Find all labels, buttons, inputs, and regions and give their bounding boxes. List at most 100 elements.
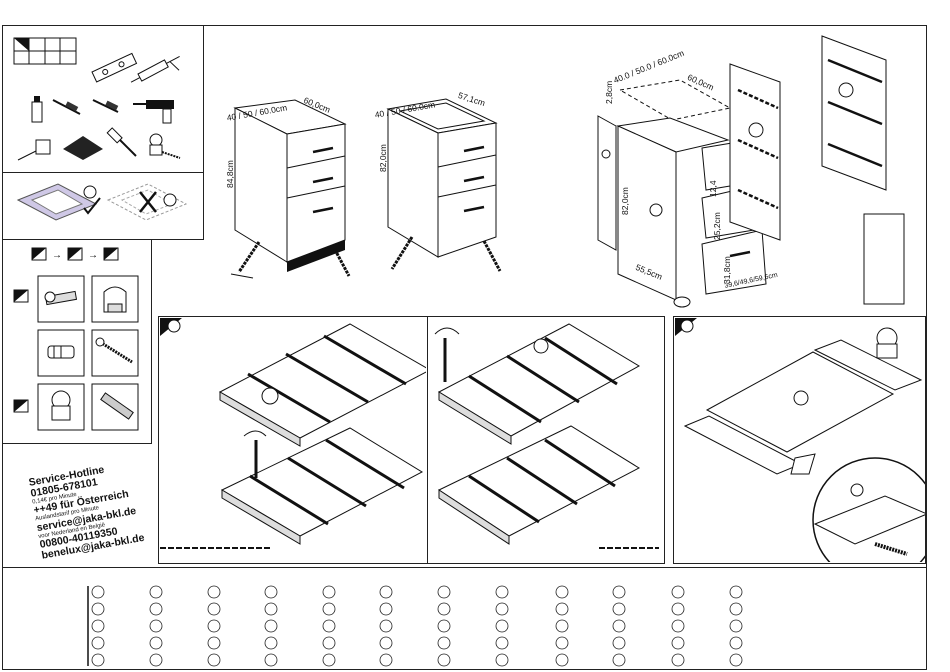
tools-illustration	[13, 37, 181, 161]
service-hotline: Service-Hotline 01805-678101 0,14€ pro M…	[28, 460, 146, 562]
parts-circles	[91, 585, 743, 667]
part-quantity-circle	[207, 602, 221, 616]
part-quantity-circle	[495, 636, 509, 650]
part-quantity-circle	[671, 653, 685, 667]
part-quantity-circle	[495, 619, 509, 633]
part-quantity-circle	[612, 585, 626, 599]
parts-table	[87, 585, 743, 667]
caulking-gun-icon	[130, 55, 180, 83]
part-quantity-circle	[612, 619, 626, 633]
part-quantity-circle	[322, 636, 336, 650]
part-quantity-circle	[555, 619, 569, 633]
leg-wrench-right-icon	[331, 245, 351, 277]
cabinet-2-height-label: 82,0cm	[378, 144, 388, 172]
part-quantity-circle	[264, 653, 278, 667]
screwdriver-2-icon	[92, 99, 119, 113]
drill-icon	[133, 100, 174, 124]
hand-screwdriver-2-icon	[434, 327, 460, 382]
part-quantity-circle	[379, 636, 393, 650]
part-quantity-circle	[91, 602, 105, 616]
part-quantity-circle	[729, 653, 743, 667]
fittings-panel	[2, 172, 204, 240]
hammer-icon	[106, 127, 137, 157]
exploded-cabinet-illustration	[597, 35, 905, 308]
part-quantity-circle	[322, 602, 336, 616]
part-quantity-circle	[379, 602, 393, 616]
drawer-1-height-label: 12,4	[708, 180, 718, 197]
floor-check-illustration	[16, 183, 188, 221]
part-quantity-circle	[437, 602, 451, 616]
part-quantity-circle	[379, 585, 393, 599]
hand-screwdriver-icon	[243, 430, 267, 478]
part-quantity-circle	[495, 602, 509, 616]
leg-wrench-left-icon	[230, 241, 261, 279]
cabinet-1-illustration	[230, 99, 351, 279]
part-quantity-circle	[91, 636, 105, 650]
part-quantity-circle	[729, 619, 743, 633]
part-quantity-circle	[207, 653, 221, 667]
screwdriver-icon	[52, 99, 81, 115]
part-quantity-circle	[729, 602, 743, 616]
part-quantity-circle	[264, 636, 278, 650]
cam-lock-fitting-icon	[51, 390, 71, 421]
dowel-icon	[100, 392, 134, 420]
part-quantity-circle	[555, 636, 569, 650]
tape-measure-icon	[17, 139, 51, 161]
tools-panel	[2, 25, 204, 173]
part-quantity-circle	[612, 653, 626, 667]
part-quantity-circle	[264, 585, 278, 599]
step-3-illustration	[675, 318, 925, 562]
part-quantity-circle	[729, 636, 743, 650]
cam-bolt-icon	[44, 290, 78, 306]
bad-floor-icon	[106, 183, 188, 221]
part-quantity-circle	[149, 585, 163, 599]
cam-fitting-icon	[876, 327, 898, 359]
part-quantity-circle	[729, 585, 743, 599]
cam-tool-icon	[790, 453, 816, 475]
part-quantity-circle	[207, 636, 221, 650]
part-quantity-circle	[671, 619, 685, 633]
parts-table-divider	[2, 567, 927, 568]
drawer-3-height-label: 31,8cm	[722, 256, 732, 284]
cabinet-1-height-label: 84,8cm	[225, 160, 235, 188]
cam-lock-icon	[149, 133, 181, 159]
part-quantity-circle	[495, 585, 509, 599]
wall-plug-icon	[47, 345, 75, 359]
part-quantity-circle	[437, 619, 451, 633]
good-floor-icon	[16, 183, 101, 221]
step-sequence-icon: → →	[31, 247, 119, 261]
part-quantity-circle	[612, 602, 626, 616]
step-panel-2	[427, 316, 665, 564]
cabinet-2-illustration	[386, 98, 502, 272]
part-quantity-circle	[495, 653, 509, 667]
part-quantity-circle	[322, 619, 336, 633]
cabinet-3-height-label: 82,0cm	[620, 187, 630, 215]
part-quantity-circle	[149, 602, 163, 616]
part-quantity-circle	[91, 619, 105, 633]
screw-icon	[95, 337, 133, 364]
part-quantity-circle	[555, 602, 569, 616]
part-quantity-circle	[671, 602, 685, 616]
part-quantity-circle	[149, 636, 163, 650]
svg-text:→: →	[52, 250, 62, 261]
part-quantity-circle	[322, 585, 336, 599]
part-quantity-circle	[379, 653, 393, 667]
part-quantity-circle	[207, 619, 221, 633]
part-quantity-circle	[555, 653, 569, 667]
hardware-panel	[2, 239, 152, 444]
hardware-illustration: → →	[13, 247, 139, 431]
cabinet-3-thickness-label: 2,8cm	[604, 80, 614, 104]
part-quantity-circle	[207, 585, 221, 599]
part-quantity-circle	[671, 636, 685, 650]
hex-key-icon	[31, 96, 43, 123]
leg-wrench-right-2-icon	[482, 240, 502, 272]
leg-wrench-left-2-icon	[390, 236, 414, 270]
part-quantity-circle	[91, 653, 105, 667]
part-quantity-circle	[437, 653, 451, 667]
part-quantity-circle	[437, 636, 451, 650]
drawer-2-height-label: 25,2cm	[712, 212, 722, 240]
part-quantity-circle	[91, 585, 105, 599]
step-2-illustration	[434, 323, 659, 549]
part-quantity-circle	[612, 636, 626, 650]
part-quantity-circle	[437, 585, 451, 599]
